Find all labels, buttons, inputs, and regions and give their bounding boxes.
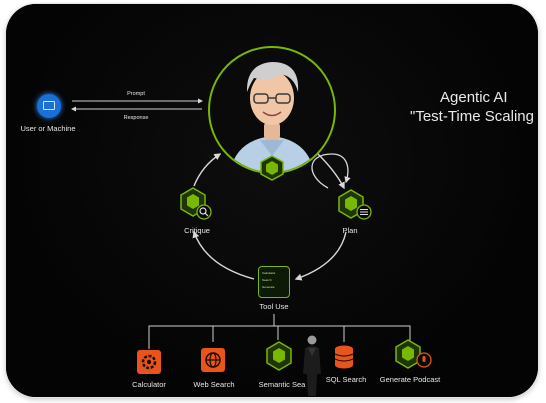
slide-frame: User or Machine Prompt Response Agentic … bbox=[6, 4, 538, 397]
slide-title-line1: Agentic AI bbox=[440, 89, 508, 106]
nvidia-cube-icon bbox=[266, 341, 292, 371]
slide-stage: User or Machine Prompt Response Agentic … bbox=[6, 4, 538, 397]
response-label: Response bbox=[123, 115, 149, 121]
tool-use-item: Calculator bbox=[262, 271, 276, 275]
agent-avatar bbox=[208, 46, 336, 174]
tool-use-item: Search bbox=[262, 278, 272, 282]
cycle-arrow-critique-to-avatar bbox=[193, 153, 222, 187]
user-machine-label: User or Machine bbox=[20, 124, 76, 133]
plan-self-loop bbox=[311, 153, 351, 189]
tool-label-sql-search: SQL Search bbox=[325, 375, 367, 384]
slide-title-line2: "Test-Time Scaling bbox=[410, 108, 534, 125]
critique-label: Critique bbox=[184, 226, 210, 235]
tool-use-item: Generate bbox=[262, 285, 275, 289]
plan-label: Plan bbox=[342, 226, 358, 235]
diagram-connectors bbox=[71, 98, 411, 349]
tool-use-label: Tool Use bbox=[259, 302, 289, 311]
critique-node-icon bbox=[180, 187, 212, 220]
tool-tree-branch bbox=[148, 325, 411, 349]
cycle-arrow-avatar-to-plan bbox=[317, 153, 345, 190]
tool-label-semantic-search: Semantic Sea bbox=[258, 380, 306, 389]
prompt-label: Prompt bbox=[127, 91, 145, 97]
tool-label-generate-podcast: Generate Podcast bbox=[379, 375, 441, 384]
globe-icon bbox=[201, 348, 225, 372]
nvidia-cube-icon bbox=[395, 339, 432, 369]
gear-icon bbox=[137, 350, 161, 374]
plan-node-icon bbox=[338, 189, 372, 220]
presenter-figure bbox=[303, 335, 321, 396]
agent-avatar-illustration bbox=[230, 62, 314, 172]
database-icon bbox=[334, 345, 354, 369]
user-machine-icon bbox=[37, 94, 61, 118]
agent-cube-badge-icon bbox=[260, 155, 284, 181]
cycle-arrow-tooluse-to-critique bbox=[192, 230, 255, 280]
cycle-arrow-plan-to-tooluse bbox=[294, 231, 347, 281]
tool-label-calculator: Calculator bbox=[132, 380, 166, 389]
tool-label-web-search: Web Search bbox=[193, 380, 235, 389]
tool-use-node: Calculator Search Generate bbox=[258, 266, 290, 298]
